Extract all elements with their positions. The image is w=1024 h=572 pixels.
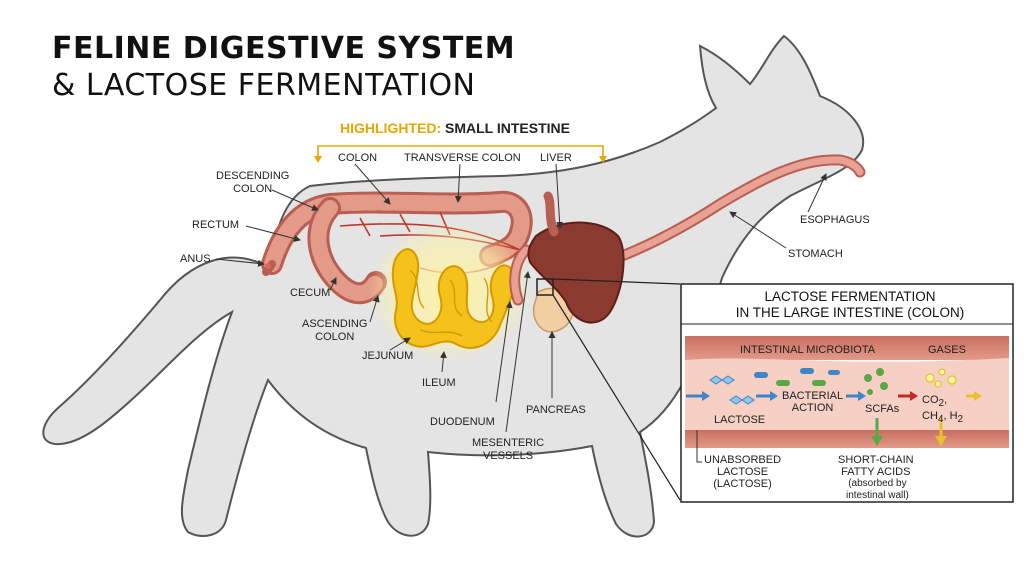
highlight-prefix: HIGHLIGHTED: xyxy=(340,120,442,136)
label-anus: ANUS xyxy=(180,253,211,265)
panel-label-scfas: SCFAs xyxy=(865,403,900,415)
ch4-label: CH xyxy=(922,410,938,423)
label-ascending-colon: ASCENDING COLON xyxy=(302,318,368,343)
page-title-line2: & LACTOSE FERMENTATION xyxy=(52,68,476,103)
bacteria-icons xyxy=(754,368,840,386)
small-intestine-shape xyxy=(391,248,516,349)
label-rectum: RECTUM xyxy=(192,219,240,231)
panel-label-absorbed: (absorbed by intestinal wall) xyxy=(846,478,909,501)
bracket-right-arrow xyxy=(599,156,607,163)
highlight-bracket xyxy=(317,145,604,161)
h2-label: H xyxy=(949,410,958,423)
small-intestine-loops xyxy=(409,269,493,337)
panel-label-bacterial-action: BACTERIAL ACTION xyxy=(782,390,844,414)
panel-label-microbiota: INTESTINAL MICROBIOTA xyxy=(740,344,876,356)
panel-label-unabsorbed: UNABSORBED LACTOSE (LACTOSE) xyxy=(704,454,782,490)
panel-label-scfa-full: SHORT-CHAIN FATTY ACIDS xyxy=(838,454,914,478)
label-liver: LIVER xyxy=(540,152,572,164)
bracket-left-arrow xyxy=(314,156,322,163)
label-descending-colon: DESCENDING COLON xyxy=(216,170,290,195)
zoom-region-box xyxy=(536,278,554,296)
anus-marker xyxy=(265,263,271,269)
label-ileum: ILEUM xyxy=(422,377,456,389)
label-stomach: STOMACH xyxy=(788,248,843,260)
label-mesenteric-vessels: MESENTERIC VESSELS xyxy=(472,437,545,462)
label-transverse-colon: TRANSVERSE COLON xyxy=(404,152,521,164)
panel-label-gas-formula: CO2, CH4, H2 xyxy=(922,394,964,426)
highlight-organ: SMALL INTESTINE xyxy=(445,120,570,136)
scfa-dots xyxy=(864,368,888,395)
flow-arrows xyxy=(686,391,982,463)
page-title-line1: FELINE DIGESTIVE SYSTEM xyxy=(52,31,516,66)
panel-title: LACTOSE FERMENTATION IN THE LARGE INTEST… xyxy=(735,289,965,320)
label-colon: COLON xyxy=(338,152,378,164)
gas-bubbles xyxy=(925,368,957,388)
label-jejunum: JEJUNUM xyxy=(362,350,414,362)
zoom-connector-bottom xyxy=(552,294,681,501)
highlight-caption: HIGHLIGHTED: SMALL INTESTINE xyxy=(340,120,570,136)
intestinal-wall-bottom xyxy=(685,430,1009,448)
intestinal-wall-top xyxy=(685,336,1009,360)
label-cecum: CECUM xyxy=(290,287,331,299)
leader-lines xyxy=(215,163,827,433)
panel-label-lactose: LACTOSE xyxy=(714,414,766,426)
zoom-connector-top xyxy=(552,278,681,285)
label-duodenum: DUODENUM xyxy=(430,416,495,428)
label-pancreas: PANCREAS xyxy=(526,404,586,416)
liver-shape xyxy=(527,221,625,324)
label-esophagus: ESOPHAGUS xyxy=(800,214,870,226)
stomach-shape xyxy=(543,191,559,237)
panel-label-gases: GASES xyxy=(928,344,966,356)
lactose-molecules xyxy=(709,375,755,405)
co2-label: CO xyxy=(922,394,939,406)
